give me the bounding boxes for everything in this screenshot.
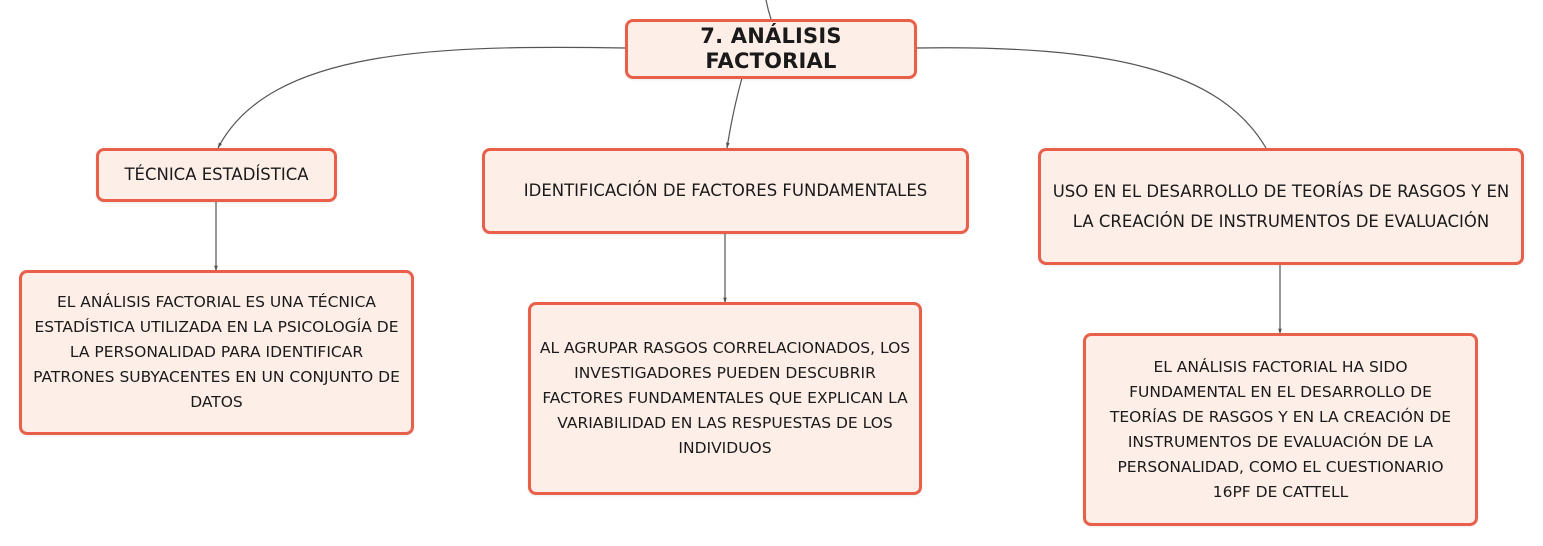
branch-tecnica-estadistica[interactable]: TÉCNICA ESTADÍSTICA — [96, 148, 337, 202]
connector-incoming — [765, 0, 772, 20]
connector-root-branch-3 — [915, 47, 1267, 149]
connector-root-branch-1 — [217, 46, 627, 149]
branch-label: IDENTIFICACIÓN DE FACTORES FUNDAMENTALES — [523, 181, 928, 200]
root-topic-label: 7. ANÁLISIS FACTORIAL — [700, 24, 842, 73]
detail-identificacion-factores[interactable]: AL AGRUPAR RASGOS CORRELACIONADOS, LOS I… — [528, 302, 922, 495]
root-topic[interactable]: 7. ANÁLISIS FACTORIAL — [625, 19, 917, 79]
connector-root-branch-2 — [726, 77, 743, 149]
detail-tecnica-estadistica[interactable]: EL ANÁLISIS FACTORIAL ES UNA TÉCNICA EST… — [19, 270, 414, 435]
detail-text: EL ANÁLISIS FACTORIAL ES UNA TÉCNICA EST… — [33, 293, 400, 411]
detail-uso-desarrollo-teorias[interactable]: EL ANÁLISIS FACTORIAL HA SIDO FUNDAMENTA… — [1083, 333, 1478, 526]
detail-text: AL AGRUPAR RASGOS CORRELACIONADOS, LOS I… — [539, 339, 911, 457]
detail-text: EL ANÁLISIS FACTORIAL HA SIDO FUNDAMENTA… — [1109, 357, 1452, 501]
branch-identificacion-factores[interactable]: IDENTIFICACIÓN DE FACTORES FUNDAMENTALES — [482, 148, 969, 234]
branch-label: TÉCNICA ESTADÍSTICA — [124, 165, 309, 184]
branch-uso-desarrollo-teorias[interactable]: USO EN EL DESARROLLO DE TEORÍAS DE RASGO… — [1038, 148, 1524, 265]
branch-label: USO EN EL DESARROLLO DE TEORÍAS DE RASGO… — [1052, 181, 1510, 231]
